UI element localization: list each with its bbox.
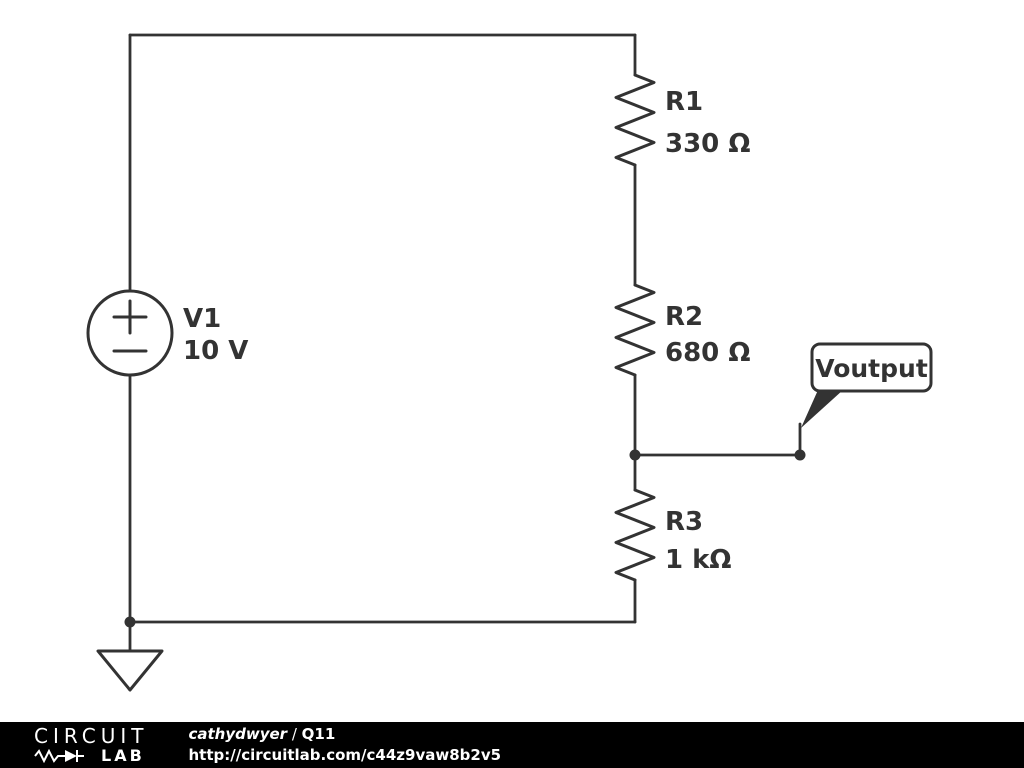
component-name: R2 bbox=[665, 302, 703, 332]
ground-symbol[interactable] bbox=[96, 620, 164, 692]
circuit-glyph-icon bbox=[34, 749, 84, 763]
resistor-zigzag bbox=[614, 283, 656, 377]
resistor-r2[interactable]: R2 680 Ω bbox=[614, 283, 750, 377]
voutput-flag[interactable]: Voutput bbox=[801, 342, 933, 428]
circuitlab-logo: CIRCUIT LAB bbox=[34, 726, 148, 764]
circuit-url[interactable]: http://circuitlab.com/c44z9vaw8b2v5 bbox=[188, 746, 502, 764]
junction-node bbox=[124, 616, 136, 628]
plus-icon bbox=[112, 299, 148, 335]
component-value: 1 kΩ bbox=[665, 545, 732, 575]
title-separator: / bbox=[287, 725, 302, 743]
logo-text-lab: LAB bbox=[101, 746, 145, 765]
component-name: V1 bbox=[183, 304, 221, 334]
ground-triangle bbox=[96, 649, 164, 692]
footer-bar: CIRCUIT LAB cathydwyer / Q11 http://circ… bbox=[0, 722, 1024, 768]
schematic-canvas: V1 10 V R1 330 Ω R2 680 Ω R3 1 kΩ bbox=[86, 33, 933, 692]
circuit-schematic: V1 10 V R1 330 Ω R2 680 Ω R3 1 kΩ bbox=[86, 33, 933, 692]
resistor-r1[interactable]: R1 330 Ω bbox=[614, 73, 750, 167]
junction-node bbox=[794, 449, 806, 461]
component-value: 680 Ω bbox=[665, 338, 750, 368]
circuit-title-line: cathydwyer / Q11 bbox=[188, 724, 501, 745]
resistor-zigzag bbox=[614, 488, 656, 582]
flag-label: Voutput bbox=[815, 354, 928, 383]
resistor-r3[interactable]: R3 1 kΩ bbox=[614, 488, 732, 582]
component-value: 330 Ω bbox=[665, 129, 750, 159]
junction-node bbox=[629, 449, 641, 461]
flag-balloon bbox=[810, 342, 933, 393]
footer-meta: cathydwyer / Q11 http://circuitlab.com/c… bbox=[188, 724, 501, 766]
logo-bottom-row: LAB bbox=[34, 748, 148, 764]
voltage-source-v1[interactable]: V1 10 V bbox=[86, 289, 248, 377]
component-name: R1 bbox=[665, 87, 703, 117]
component-name: R3 bbox=[665, 507, 703, 537]
flag-pointer bbox=[801, 390, 843, 428]
component-value: 10 V bbox=[183, 336, 248, 366]
resistor-zigzag bbox=[614, 73, 656, 167]
author-name: cathydwyer bbox=[188, 725, 288, 743]
wire-output bbox=[633, 422, 802, 457]
circuit-title: Q11 bbox=[301, 725, 336, 743]
logo-text-circuit: CIRCUIT bbox=[34, 724, 149, 748]
